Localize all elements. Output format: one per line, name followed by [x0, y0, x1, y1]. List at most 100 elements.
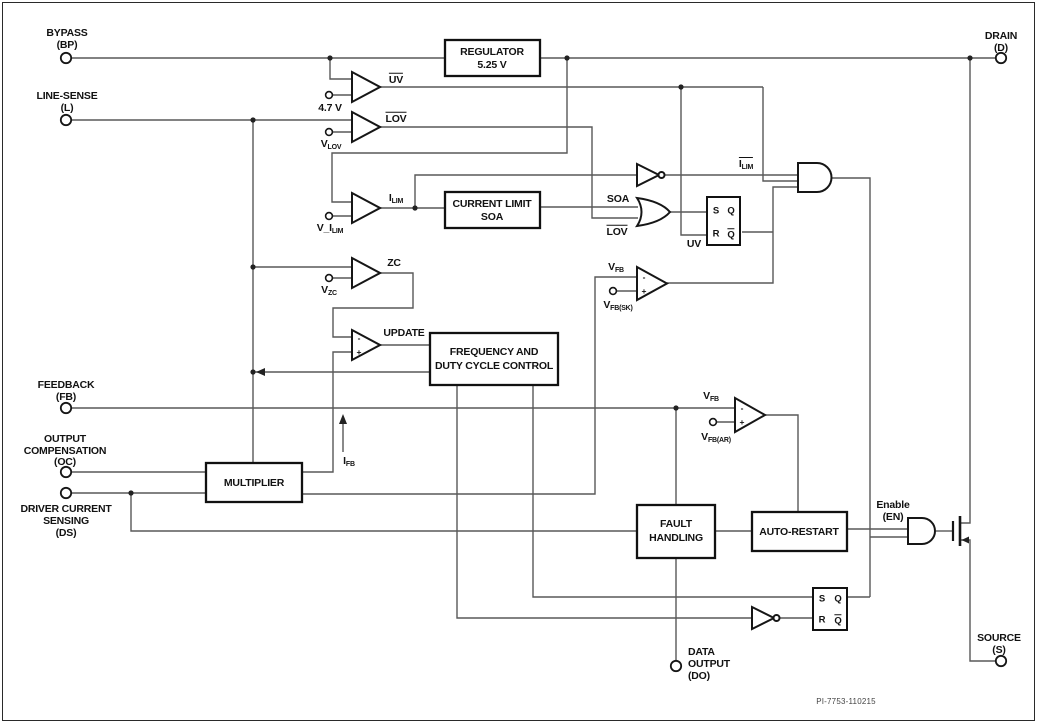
line-sense-label: LINE-SENSE	[36, 89, 98, 102]
junction-dot	[678, 84, 684, 90]
latch2-r: R	[818, 614, 826, 626]
fault-handling-block	[635, 503, 717, 560]
auto-restart-block	[750, 510, 849, 553]
ref-circle-vfbar	[708, 417, 718, 427]
latch2-qbar: Q	[834, 614, 842, 627]
freq-left-arrow-head	[256, 368, 265, 376]
junction-dot	[564, 55, 570, 61]
lov-bar2-label: LOV	[606, 224, 628, 238]
ref-circle-vfbsk	[608, 286, 618, 296]
uv-comparator	[351, 70, 383, 104]
output-comp-label2: COMPENSATION	[23, 444, 107, 457]
wire-zc-wrap	[332, 272, 414, 338]
sr-latch-bottom	[812, 587, 848, 631]
pin-bypass	[59, 51, 73, 65]
ref-circle-47v	[324, 90, 334, 100]
ilim-bar-label: ILIM	[738, 157, 754, 171]
fault-title-line1: FAULT	[659, 517, 693, 530]
wire-uv-to-latch-r	[680, 87, 707, 236]
junction-dot	[250, 369, 256, 375]
drain-label: DRAIN	[984, 29, 1018, 42]
latch2-inverter-bubble	[772, 614, 781, 622]
wire-ilim-to-inverter	[414, 174, 637, 208]
output-comp-label1: OUTPUT	[44, 432, 86, 445]
ifb-arrow-head	[339, 414, 347, 424]
wire-freq-to-latch2-s	[532, 385, 813, 598]
source-id: (S)	[992, 643, 1006, 656]
driver-sense-label2: SENSING	[43, 514, 89, 527]
wire-freq-to-inverter2	[456, 385, 752, 619]
current-limit-block	[443, 190, 542, 230]
vfbar-label: VFB(AR)	[701, 431, 731, 444]
enable-and-gate	[907, 517, 936, 545]
ref-circle-vilim	[324, 211, 334, 221]
soa-or-gate	[634, 196, 672, 228]
uv-bar-label: UV	[388, 72, 404, 86]
ilim-label: ILIM	[388, 192, 404, 205]
ar-minus: -	[740, 402, 744, 413]
bypass-label: BYPASS	[46, 26, 88, 39]
pin-output-comp	[59, 465, 73, 479]
data-output-label2: OUTPUT	[688, 657, 730, 670]
regulator-voltage: 5.25 V	[477, 58, 507, 71]
data-output-id: (DO)	[688, 669, 710, 682]
wire-ds-to-fault	[130, 493, 637, 532]
wire-multiplier-ifb	[302, 351, 352, 473]
enable-id: (EN)	[882, 510, 904, 523]
latch2-s: S	[818, 593, 826, 605]
update-label: UPDATE	[383, 326, 425, 339]
vfbsk-comparator	[636, 265, 670, 302]
pin-drain	[994, 51, 1008, 65]
vfb-ar-label: VFB	[703, 390, 719, 403]
mosfet-arrow	[961, 536, 969, 544]
current-limit-soa: SOA	[480, 210, 504, 223]
ilim-inverter	[636, 162, 662, 188]
junction-dot	[250, 117, 256, 123]
bypass-id: (BP)	[56, 38, 78, 51]
freq-title-line2: DUTY CYCLE CONTROL	[434, 359, 554, 372]
vlov-label: VLOV	[320, 138, 342, 151]
zc-label: ZC	[387, 256, 401, 269]
ref-47v-label: 4.7 V	[318, 101, 342, 114]
junction-dot	[673, 405, 679, 411]
latch1-r: R	[712, 228, 720, 240]
soa-label: SOA	[606, 192, 630, 205]
ref-circle-vzc	[324, 273, 334, 283]
regulator-title: REGULATOR	[460, 45, 524, 58]
wire-multiplier-vfb	[302, 276, 637, 495]
line-sense-id: (L)	[60, 101, 74, 114]
multiplier-title: MULTIPLIER	[223, 476, 285, 489]
wire-skip-to-and	[667, 186, 798, 284]
zc-comparator	[351, 256, 383, 290]
data-output-label1: DATA	[688, 645, 715, 658]
wire-and-output-rail	[832, 177, 871, 597]
drain-id: (D)	[994, 41, 1008, 54]
wire-uv-to-and	[762, 87, 798, 182]
ifb-label: IFB	[343, 455, 355, 468]
junction-dot	[128, 490, 134, 496]
pin-driver-sense	[59, 486, 73, 500]
freq-title-line1: FREQUENCY AND	[449, 345, 539, 358]
vfbar-comparator	[734, 396, 768, 434]
wire-arcomp-to-autorestart	[765, 414, 799, 512]
update-comparator	[351, 328, 383, 362]
latch2-q: Q	[834, 593, 842, 605]
regulator-block	[443, 38, 542, 78]
pin-source	[994, 654, 1008, 668]
wire-lov-to-or	[380, 126, 638, 219]
junction-dot	[327, 55, 333, 61]
vfb-skip-label: VFB	[608, 261, 624, 274]
freq-duty-block	[428, 331, 560, 387]
pin-line-sense	[59, 113, 73, 127]
vilim-label: V_ILIM	[316, 222, 344, 235]
source-label: SOURCE	[977, 631, 1021, 644]
fault-title-line2: HANDLING	[649, 531, 703, 544]
latch1-s: S	[712, 205, 720, 217]
vfbsk-label: VFB(SK)	[603, 299, 633, 312]
ilim-inverter-bubble	[657, 171, 666, 179]
junction-dot	[412, 205, 418, 211]
part-number: PI-7753-110215	[816, 697, 876, 706]
